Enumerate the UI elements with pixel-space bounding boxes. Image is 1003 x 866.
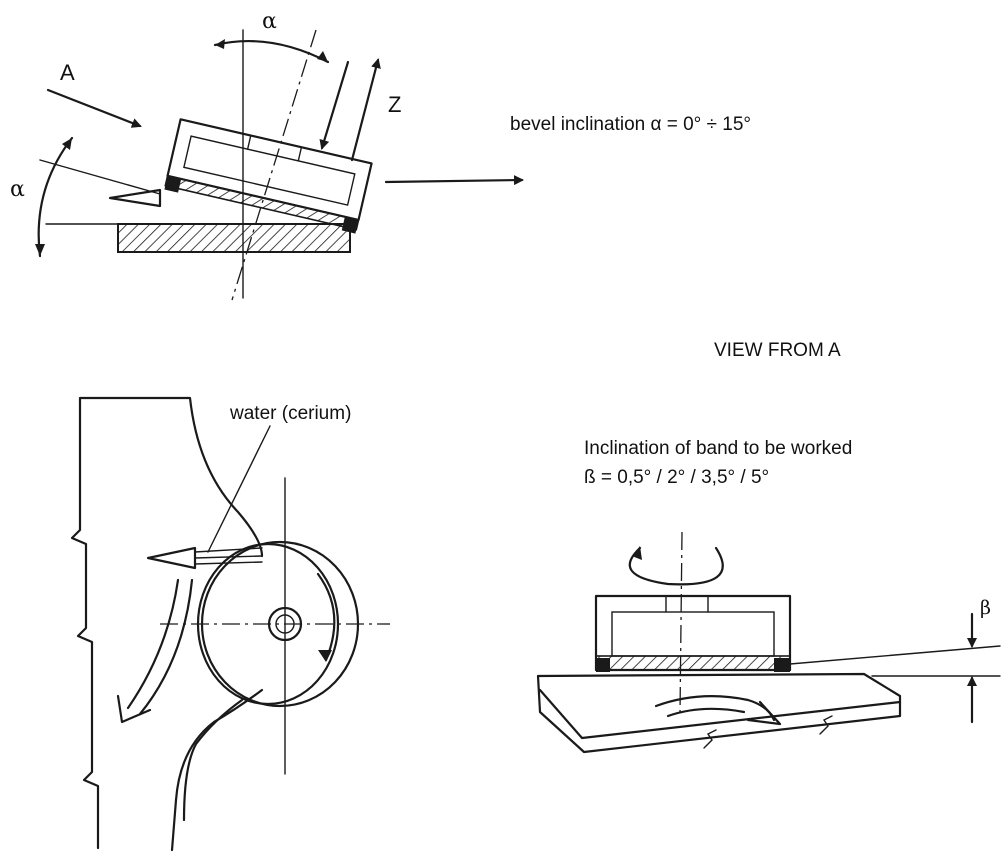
alpha-arc-top-head-left: [215, 39, 225, 49]
flow-arrow-head: [116, 694, 152, 724]
wheel-rotation-head: [318, 650, 332, 662]
alpha-top-label: α: [262, 9, 277, 34]
band-inclination-title: Inclination of band to be worked: [584, 438, 852, 459]
alpha-arc-left: [37, 136, 74, 258]
bevel-section-view: A α Z α: [10, 9, 751, 301]
z-up-arrow: [350, 58, 381, 162]
beta-inclined-line: [789, 645, 1001, 665]
workpiece-section: [117, 223, 351, 253]
water-cerium-label: water (cerium): [229, 403, 351, 424]
band-inclination-values: ß = 0,5° / 2° / 3,5° / 5°: [584, 467, 769, 488]
beta-label: β: [980, 597, 991, 619]
water-nozzle: [146, 546, 197, 570]
alpha-arc-left-head-top: [62, 138, 72, 150]
frame-lower-curve: [170, 688, 264, 852]
z-down-arrow: [319, 60, 350, 150]
water-stream: [194, 547, 263, 565]
glass-plate-edge: [538, 688, 902, 740]
view-from-a: VIEW FROM A Inclination of band to be wo…: [536, 340, 1001, 754]
wheel-rotation-arrow: [316, 572, 336, 662]
alpha-arc-top: [213, 40, 330, 64]
band-end-left: [596, 658, 610, 672]
plate-break-right: [819, 715, 833, 735]
alpha-arc-top-head-right: [317, 51, 328, 62]
bevel-inclination-label: bevel inclination α = 0° ÷ 15°: [510, 114, 751, 135]
view-from-a-title: VIEW FROM A: [714, 340, 841, 361]
spindle-rotation-arc: [628, 546, 724, 586]
plate-rotation-head: [746, 700, 782, 726]
z-label: Z: [388, 92, 401, 117]
abrasive-band: [595, 655, 791, 671]
glass-plate: [536, 672, 902, 754]
spindle-axis: [679, 531, 683, 715]
view-a-label: A: [60, 60, 75, 85]
water-leader-line: [207, 425, 271, 553]
frame-lower-inner: [182, 698, 244, 822]
spindle-rotation-head: [632, 546, 642, 560]
tilted-centre-line: [231, 29, 317, 301]
alpha-left-label: α: [10, 177, 25, 202]
flow-arrow-outer: [126, 578, 180, 710]
frame-outline: [70, 396, 264, 850]
plate-break-left: [703, 729, 717, 749]
water-nozzle-top: [108, 188, 162, 208]
alpha-arc-left-head-bottom: [35, 244, 45, 256]
alpha-ref-line-upper: [39, 159, 161, 195]
band-end-right: [774, 658, 790, 672]
view-a-arrow: [46, 88, 142, 128]
tool-head: [164, 118, 373, 234]
tool-head-inner: [611, 611, 775, 657]
wheel-front-view: water (cerium): [70, 396, 390, 852]
plate-rotation-arrow-inner: [666, 707, 746, 718]
flow-arrow-inner: [138, 578, 194, 716]
bevel-pointer-arrow: [384, 175, 524, 186]
